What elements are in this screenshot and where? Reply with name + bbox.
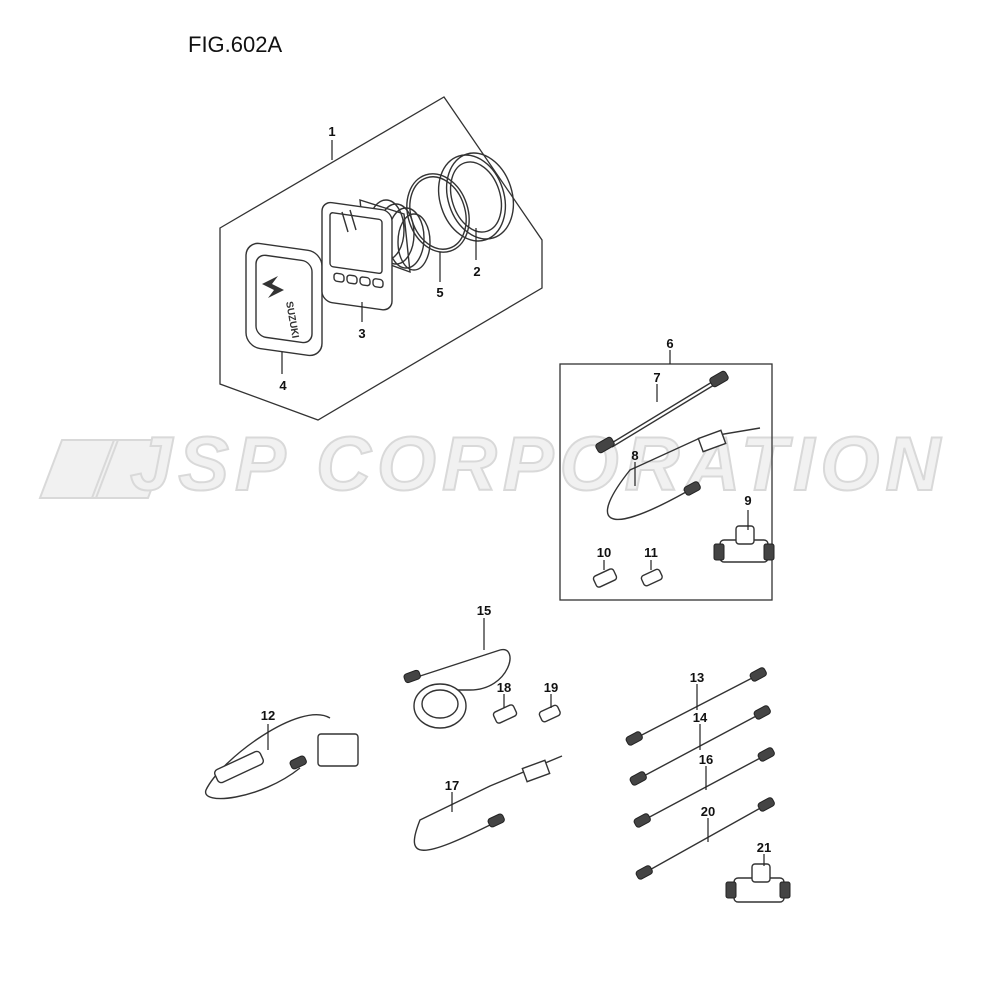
sensor-15 xyxy=(403,649,511,729)
callout-2: 2 xyxy=(473,264,480,279)
retaining-nut xyxy=(437,152,515,242)
cable-20 xyxy=(635,797,775,880)
suzuki-logo-icon xyxy=(262,276,284,298)
callout-10: 10 xyxy=(597,545,611,560)
kit-box-6 xyxy=(559,363,773,601)
callout-21: 21 xyxy=(757,840,771,855)
leader-lines xyxy=(267,140,765,866)
callout-14: 14 xyxy=(693,710,708,725)
watermark: JSP CORPORATION xyxy=(38,421,946,508)
callout-12: 12 xyxy=(261,708,275,723)
callout-20: 20 xyxy=(701,804,715,819)
cable-16 xyxy=(633,747,775,828)
callout-15: 15 xyxy=(477,603,491,618)
assembly-box-1 xyxy=(219,96,543,421)
terminator-10 xyxy=(592,568,618,588)
callout-17: 17 xyxy=(445,778,459,793)
harness-8 xyxy=(606,427,761,520)
callout-6: 6 xyxy=(666,336,673,351)
callouts: 1 2 3 4 5 6 7 8 9 10 11 12 13 14 15 16 1… xyxy=(261,124,771,855)
callout-19: 19 xyxy=(544,680,558,695)
cable-7 xyxy=(595,370,729,454)
figure-title: FIG.602A xyxy=(188,32,282,57)
callout-8: 8 xyxy=(631,448,638,463)
o-ring xyxy=(406,173,470,253)
o-ring-inner xyxy=(409,176,467,250)
callout-7: 7 xyxy=(653,370,660,385)
callout-3: 3 xyxy=(358,326,365,341)
callout-1: 1 xyxy=(328,124,335,139)
callout-4: 4 xyxy=(279,378,287,393)
t-connector-9 xyxy=(713,525,775,563)
display-unit xyxy=(321,199,431,311)
terminator-19 xyxy=(538,704,561,723)
t-connector-21 xyxy=(725,863,791,903)
watermark-text: JSP CORPORATION xyxy=(130,422,946,507)
terminator-11 xyxy=(640,568,663,587)
callout-16: 16 xyxy=(699,752,713,767)
callout-13: 13 xyxy=(690,670,704,685)
watermark-logo-icon xyxy=(38,439,172,499)
callout-5: 5 xyxy=(436,285,443,300)
harness-12 xyxy=(205,714,359,800)
cable-13 xyxy=(625,667,767,746)
callout-9: 9 xyxy=(744,493,751,508)
callout-18: 18 xyxy=(497,680,511,695)
bezel-cover: SUZUKI xyxy=(245,242,323,357)
harness-17 xyxy=(413,755,563,851)
terminator-18 xyxy=(492,704,518,724)
callout-11: 11 xyxy=(644,545,658,560)
